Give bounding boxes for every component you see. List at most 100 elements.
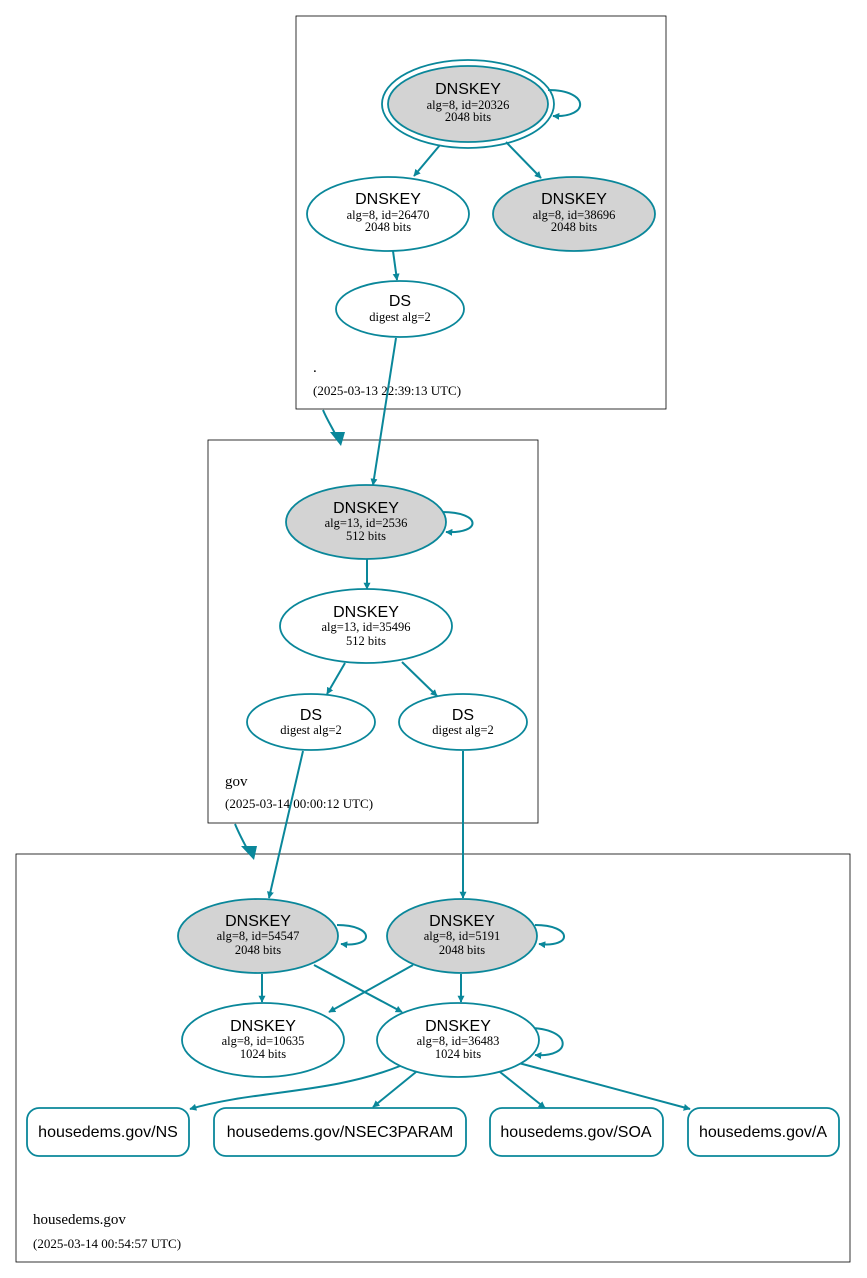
nodes: DNSKEY alg=8, id=20326 2048 bits DNSKEY …: [26, 59, 840, 1157]
node-gov-ds2: DS digest alg=2: [398, 693, 528, 751]
rrset-nsec3param-label: housedems.gov/NSEC3PARAM: [227, 1124, 453, 1141]
rrset-a: housedems.gov/A: [687, 1107, 840, 1157]
node-root-zsk-shape: [306, 176, 470, 252]
node-hd-zsk2: DNSKEY alg=8, id=36483 1024 bits: [376, 1002, 540, 1078]
node-hd-ksk2: DNSKEY alg=8, id=5191 2048 bits: [386, 898, 538, 974]
node-root-zsk-title: DNSKEY: [355, 191, 421, 208]
node-root-ds-line1: digest alg=2: [369, 310, 431, 324]
edge-gov-ds1-to-hd-ksk1: [267, 750, 304, 899]
edge-hd-zsk2-self: [527, 1027, 564, 1059]
node-gov-ksk-line2: 512 bits: [346, 529, 386, 543]
node-gov-ksk: DNSKEY alg=13, id=2536 512 bits: [285, 484, 447, 560]
edge-root-zsk-to-ds: [392, 250, 400, 281]
rrset-a-label: housedems.gov/A: [699, 1124, 827, 1141]
node-gov-ds1-line1: digest alg=2: [280, 723, 342, 737]
node-hd-ksk1-line1: alg=8, id=54547: [217, 929, 300, 943]
node-hd-zsk1-title: DNSKEY: [230, 1018, 296, 1035]
rrset-ns-box: [26, 1107, 190, 1157]
node-hd-ksk1-title: DNSKEY: [225, 913, 291, 930]
delegation-gov-to-housedems-head: [241, 846, 257, 860]
node-root-ds-shape: [335, 280, 465, 338]
rrset-ns: housedems.gov/NS: [26, 1107, 190, 1157]
node-gov-ds2-shape: [398, 693, 528, 751]
zone-root-name: .: [313, 360, 317, 376]
rrset-soa-label: housedems.gov/SOA: [500, 1124, 652, 1141]
signature-edges: [189, 89, 691, 1111]
node-root-zsk: DNSKEY alg=8, id=26470 2048 bits: [306, 176, 470, 252]
zone-root-box: [295, 15, 667, 410]
node-root-ksk-title: DNSKEY: [435, 81, 501, 98]
zone-gov-box: [207, 439, 539, 824]
node-gov-ds2-title: DS: [452, 707, 474, 724]
edge-gov-ksk-self: [441, 511, 474, 536]
zone-gov-timestamp: (2025-03-14 00:00:12 UTC): [225, 796, 373, 811]
node-hd-ksk1: DNSKEY alg=8, id=54547 2048 bits: [177, 898, 339, 974]
zone-gov-name: gov: [225, 774, 248, 790]
node-hd-zsk2-shape: [376, 1002, 540, 1078]
zone-housedems-box: [15, 853, 851, 1263]
node-root-ksk-shape: [387, 65, 549, 143]
node-root-ksk: DNSKEY alg=8, id=20326 2048 bits: [381, 59, 555, 149]
edge-gov-zsk-to-ds1: [326, 662, 346, 695]
node-root-zsk-line2: 2048 bits: [365, 220, 411, 234]
node-hd-ksk2-title: DNSKEY: [429, 913, 495, 930]
edge-hd-zsk2-to-nsec3param: [372, 1071, 417, 1108]
node-gov-zsk-shape: [279, 588, 453, 664]
node-hd-zsk2-line1: alg=8, id=36483: [417, 1034, 500, 1048]
zone-housedems-name: housedems.gov: [33, 1212, 126, 1228]
node-gov-ksk-line1: alg=13, id=2536: [325, 516, 408, 530]
edge-hd-zsk2-to-a: [514, 1061, 691, 1111]
edge-root-ksk-to-zsk: [413, 144, 441, 177]
edge-hd-zsk2-to-soa: [499, 1071, 546, 1109]
node-root-ksk2-shape: [492, 176, 656, 252]
edge-root-ksk-self: [547, 89, 582, 120]
node-hd-zsk1-line2: 1024 bits: [240, 1047, 286, 1061]
edge-root-ksk-to-ksk2: [505, 141, 542, 179]
node-root-ksk2: DNSKEY alg=8, id=38696 2048 bits: [492, 176, 656, 252]
edge-hd-zsk2-to-ns: [189, 1065, 401, 1111]
node-hd-zsk1: DNSKEY alg=8, id=10635 1024 bits: [181, 1002, 345, 1078]
node-gov-zsk-line1: alg=13, id=35496: [321, 620, 410, 634]
node-hd-ksk1-line2: 2048 bits: [235, 943, 281, 957]
node-root-ksk2-line2: 2048 bits: [551, 220, 597, 234]
delegation-edges: [234, 409, 345, 860]
node-root-ksk-line1: alg=8, id=20326: [427, 98, 510, 112]
node-gov-ds1-shape: [246, 693, 376, 751]
node-hd-ksk2-line2: 2048 bits: [439, 943, 485, 957]
rrset-a-box: [687, 1107, 840, 1157]
node-root-ds: DS digest alg=2: [335, 280, 465, 338]
rrset-nsec3param-box: [213, 1107, 467, 1157]
node-root-ksk2-title: DNSKEY: [541, 191, 607, 208]
edge-hd-ksk2-to-zsk1: [328, 964, 414, 1013]
node-hd-zsk2-line2: 1024 bits: [435, 1047, 481, 1061]
rrset-soa-box: [489, 1107, 664, 1157]
rrset-soa: housedems.gov/SOA: [489, 1107, 664, 1157]
node-hd-zsk1-shape: [181, 1002, 345, 1078]
node-hd-ksk2-shape: [386, 898, 538, 974]
node-hd-ksk2-line1: alg=8, id=5191: [424, 929, 501, 943]
node-root-ds-title: DS: [389, 293, 411, 310]
rrset-nsec3param: housedems.gov/NSEC3PARAM: [213, 1107, 467, 1157]
node-hd-zsk2-title: DNSKEY: [425, 1018, 491, 1035]
node-gov-ksk-shape: [285, 484, 447, 560]
node-hd-zsk1-line1: alg=8, id=10635: [222, 1034, 305, 1048]
node-gov-zsk-title: DNSKEY: [333, 604, 399, 621]
node-root-ksk-line2: 2048 bits: [445, 110, 491, 124]
edge-hd-ksk2-self: [534, 924, 565, 949]
node-gov-zsk-line2: 512 bits: [346, 634, 386, 648]
node-gov-ds1: DS digest alg=2: [246, 693, 376, 751]
rrset-ns-label: housedems.gov/NS: [38, 1124, 178, 1141]
delegation-root-to-gov-head: [330, 432, 345, 446]
node-root-ksk2-line1: alg=8, id=38696: [533, 208, 616, 222]
node-root-zsk-line1: alg=8, id=26470: [347, 208, 430, 222]
node-gov-zsk: DNSKEY alg=13, id=35496 512 bits: [279, 588, 453, 664]
edge-hd-ksk1-to-zsk2: [313, 964, 403, 1013]
edge-gov-zsk-to-ds2: [401, 661, 438, 697]
edge-root-ds-to-gov-ksk: [370, 337, 397, 486]
zone-housedems-timestamp: (2025-03-14 00:54:57 UTC): [33, 1236, 181, 1251]
node-gov-ds1-title: DS: [300, 707, 322, 724]
node-root-ksk-outer: [381, 59, 555, 149]
node-hd-ksk1-shape: [177, 898, 339, 974]
node-gov-ksk-title: DNSKEY: [333, 500, 399, 517]
